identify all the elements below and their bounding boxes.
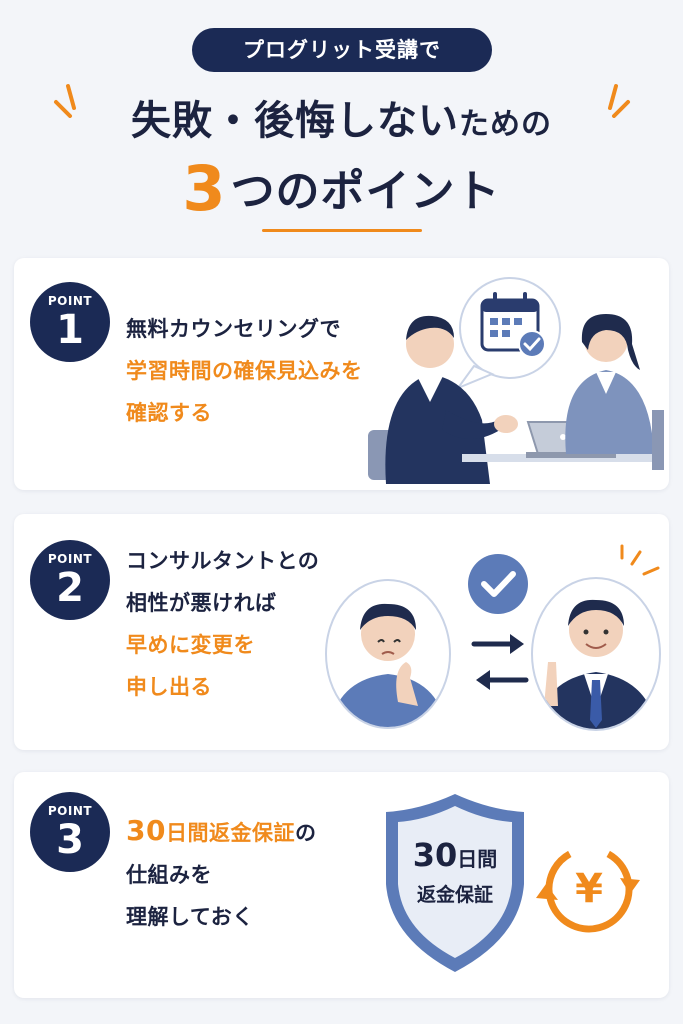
point-text-line: 相性が悪ければ: [126, 582, 319, 624]
shield-icon: [386, 794, 524, 972]
point-card-2: POINT 2 コンサルタントとの相性が悪ければ早めに変更を申し出る: [14, 514, 669, 750]
point-text-segment: 確認する: [126, 401, 212, 425]
point-badge-1: POINT 1: [30, 282, 110, 362]
point-text-segment: の: [294, 821, 317, 845]
point-text-segment: 30: [126, 814, 166, 847]
consultation-illustration: [368, 277, 664, 484]
point-badge-2: POINT 2: [30, 540, 110, 620]
sparkle-icon: [620, 544, 660, 576]
title-line-1-small: ための: [459, 107, 552, 142]
point-badge-3: POINT 3: [30, 792, 110, 872]
point-text-line: 早めに変更を: [126, 624, 319, 666]
title-underline: [262, 229, 422, 232]
consultant-change-illustration: [325, 544, 661, 731]
point-card-3: POINT 3 30日間返金保証の仕組みを理解しておく 30日間 返金保証 ¥: [14, 772, 669, 998]
confident-person-portrait: [531, 577, 661, 731]
point-text-line: 学習時間の確保見込みを: [126, 350, 363, 392]
point-text-line: 申し出る: [126, 666, 319, 708]
point-text-line: 仕組みを: [126, 854, 316, 896]
point-text-line: 理解しておく: [126, 896, 316, 938]
point-text-1: 無料カウンセリングで学習時間の確保見込みを確認する: [126, 308, 363, 434]
point-card-1: POINT 1 無料カウンセリングで学習時間の確保見込みを確認する: [14, 258, 669, 490]
point-badge-number: 1: [56, 307, 84, 353]
point-text-3: 30日間返金保証の仕組みを理解しておく: [126, 810, 316, 938]
point-badge-label: POINT: [47, 294, 93, 308]
point-text-segment: 学習時間の確保見込みを: [126, 359, 363, 383]
calendar-check-icon: [455, 277, 561, 391]
point-text-line: 確認する: [126, 392, 363, 434]
point-text-segment: 仕組みを: [126, 863, 212, 887]
point-text-segment: 理解しておく: [126, 905, 254, 929]
point-text-segment: 早めに変更を: [126, 633, 255, 657]
yen-cycle-icon: [536, 845, 640, 933]
point-text-2: コンサルタントとの相性が悪ければ早めに変更を申し出る: [126, 540, 319, 708]
point-text-segment: 申し出る: [126, 675, 212, 699]
shield-days: 日間: [457, 847, 498, 871]
shield-text-line-1: 30日間: [398, 836, 512, 874]
point-text-segment: 日間返金保証: [165, 821, 295, 845]
point-badge-number: 3: [56, 817, 84, 863]
shield-text-line-2: 返金保証: [416, 884, 493, 906]
header-pill: プログリット受講で: [192, 28, 492, 72]
point-text-segment: コンサルタントとの: [126, 549, 320, 573]
point-badge-label: POINT: [47, 552, 93, 566]
title-line-1-main: 失敗・後悔しない: [131, 98, 459, 144]
shield-number: 30: [412, 836, 458, 874]
worried-person-portrait: [325, 579, 451, 729]
point-text-segment: 相性が悪ければ: [126, 591, 277, 615]
point-text-line: 30日間返金保証の: [126, 810, 316, 854]
point-text-line: コンサルタントとの: [126, 540, 319, 582]
left-burst-icon: [54, 84, 76, 118]
title-number: 3: [182, 152, 227, 225]
check-circle-icon: [468, 554, 528, 614]
title-line-1: 失敗・後悔しないための: [0, 88, 683, 146]
point-badge-number: 2: [56, 565, 84, 611]
right-burst-icon: [608, 84, 630, 118]
yen-symbol: ¥: [575, 866, 603, 912]
point-text-segment: 無料カウンセリングで: [126, 317, 341, 341]
point-text-line: 無料カウンセリングで: [126, 308, 363, 350]
swap-arrows-icon: [471, 634, 529, 690]
title-line-2: 3つのポイント: [0, 152, 683, 225]
title-line-2-rest: つのポイント: [230, 166, 501, 217]
point-badge-label: POINT: [47, 804, 93, 818]
